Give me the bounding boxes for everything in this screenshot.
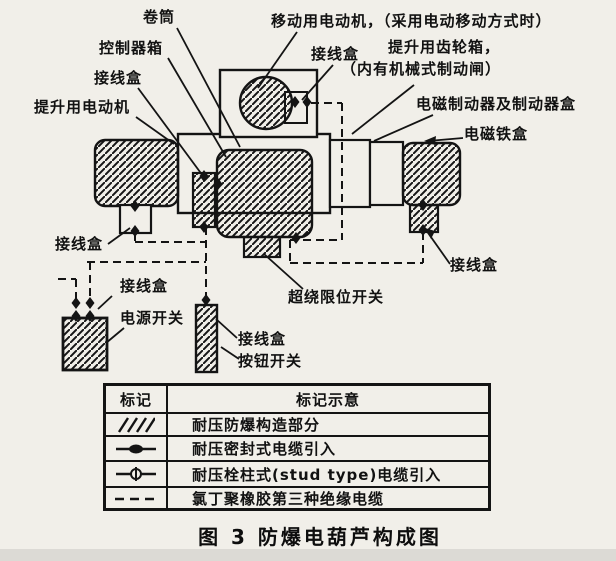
pointer-gearbox: [351, 84, 415, 135]
controller-block: [215, 148, 314, 239]
label-controller-box: 控制器箱: [99, 39, 164, 57]
cable-entry-symbol: [302, 96, 312, 108]
pointer-brake-box: [373, 114, 434, 142]
legend-table: 标记 标记示意 耐压防爆构造部分 耐压密封式电缆引入 耐压栓柱式(st: [103, 383, 491, 511]
sealed-cable-entry-mark-icon: [116, 444, 156, 453]
label-junction-upper-left: 接线盒: [94, 69, 143, 87]
cable-dashed-lines: [58, 102, 424, 300]
cable-entry-symbol: [71, 297, 81, 309]
arrowhead-magnet-box: [424, 136, 436, 145]
scan-edge-artifact: [0, 549, 616, 561]
pointer-travel-motor: [257, 31, 298, 89]
figure-caption: 图 3 防爆电葫芦构成图: [198, 525, 442, 549]
pointer-junction-upper-left: [137, 87, 204, 177]
pointer-lift-motor: [135, 116, 175, 145]
cable-entry-symbol: [71, 310, 81, 322]
legend-mark-hatch: [106, 412, 168, 435]
legend-text-stud-entry: 耐压栓柱式(stud type)电缆引入: [168, 460, 488, 486]
pointer-junction-mid: [97, 295, 113, 310]
cable-entry-symbol: [199, 221, 209, 233]
pointer-drum: [176, 27, 241, 148]
cable-entry-symbol: [418, 224, 428, 236]
label-overwind-switch: 超绕限位开关: [288, 288, 385, 306]
dashed-cable-mark-icon: [115, 497, 157, 500]
brake-section: [368, 140, 405, 207]
cable-entry-symbol: [85, 297, 95, 309]
button-switch-box: [194, 303, 219, 374]
label-brake-box: 电磁制动器及制动器盒: [416, 95, 577, 113]
pointer-junction-top: [301, 64, 334, 101]
legend-header-meaning: 标记示意: [295, 390, 360, 409]
power-switch-box: [61, 316, 109, 372]
hatch-mark-icon: [117, 416, 155, 433]
cable-entry-symbol: [291, 232, 301, 244]
label-junction-bottom-mid: 接线盒: [238, 330, 287, 348]
legend-text-sealed-entry: 耐压密封式电缆引入: [168, 435, 488, 460]
label-button-switch: 按钮开关: [238, 352, 303, 370]
travel-motor: [238, 75, 294, 131]
cable-entry-symbols: [71, 96, 428, 322]
label-junction-bottom-right: 接线盒: [450, 256, 499, 274]
label-lift-motor: 提升用电动机: [34, 98, 131, 116]
label-travel-motor: 移动用电动机，（采用电动移动方式时）: [271, 12, 552, 30]
pointer-controller-box: [167, 57, 227, 158]
gearbox-section: [328, 138, 372, 209]
pointer-junction-left: [107, 227, 131, 245]
legend-text-dashed-cable: 氯丁聚橡胶第三种绝缘电缆: [168, 486, 488, 509]
stud-cable-entry-mark-icon: [116, 467, 156, 481]
label-power-switch: 电源开关: [120, 309, 185, 327]
label-magnet-box: 电磁铁盒: [464, 125, 529, 143]
pointer-junction-bottom-mid: [215, 318, 238, 339]
legend-mark-sealed-entry: [106, 435, 168, 460]
label-junction-mid: 接线盒: [120, 277, 169, 295]
label-drum: 卷筒: [143, 8, 176, 26]
cable-entry-symbol: [130, 225, 140, 237]
legend-header-mark: 标记: [106, 386, 168, 412]
pointer-overwind-switch: [263, 253, 304, 290]
cable-entry-symbol: [201, 294, 211, 306]
pointer-lines: [97, 27, 464, 360]
electromagnet-block: [401, 141, 462, 207]
cable-entry-symbol: [213, 178, 223, 190]
label-gearbox-line2: （内有机械式制动闸）: [341, 60, 502, 78]
cable-entry-symbol: [130, 200, 140, 212]
arrowhead-junction-bottom-right: [425, 228, 435, 239]
cable-entry-symbol: [290, 96, 300, 108]
cable-entry-symbol: [85, 310, 95, 322]
legend-text-hatch: 耐压防爆构造部分: [168, 412, 488, 435]
label-junction-left: 接线盒: [55, 235, 104, 253]
lift-motor-block: [93, 138, 180, 208]
legend-mark-stud-entry: [106, 460, 168, 486]
cable-entry-symbol: [418, 199, 428, 211]
legend-mark-dashed-cable: [106, 486, 168, 509]
pointer-power-switch: [105, 327, 125, 344]
label-junction-top: 接线盒: [311, 45, 360, 63]
cable-entry-symbol: [199, 170, 209, 182]
pointer-button-switch: [220, 346, 240, 360]
label-gearbox-line1: 提升用齿轮箱，: [388, 38, 501, 56]
overwind-limit-switch-box: [242, 235, 282, 259]
